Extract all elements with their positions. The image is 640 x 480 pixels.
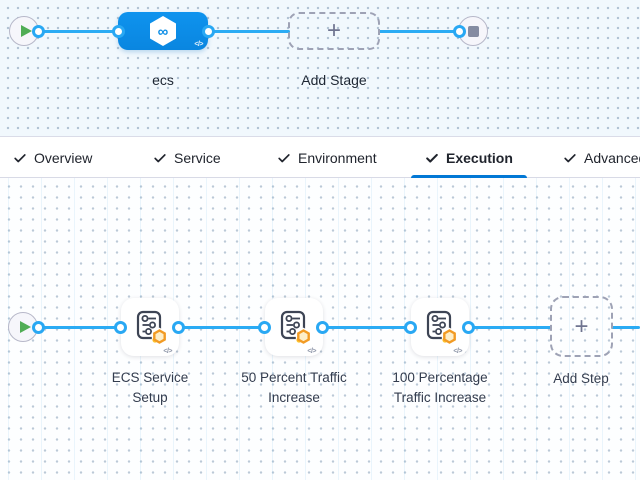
edge-connector[interactable] [462,321,475,334]
harness-cd-hexagon-icon: ∞ [150,16,176,46]
stage-node-ecs[interactable]: ∞ </> [118,12,208,50]
play-icon [20,25,32,37]
step-node-ecs-service-setup[interactable]: </> [121,298,179,356]
step-settings-icon [136,310,168,346]
add-step-label: Add Step [553,371,609,386]
step-settings-icon [426,310,458,346]
orange-hexagon-badge [441,327,458,346]
edge-connector[interactable] [32,321,45,334]
edge-connector[interactable] [453,25,466,38]
add-step-button[interactable]: + [550,296,613,357]
edge-connector[interactable] [258,321,271,334]
stage-config-tabbar: Overview Service Environment Execution A… [0,136,640,178]
step-name-label: 100 Percentage Traffic Increase [392,370,488,405]
add-stage-label: Add Stage [301,72,367,88]
edge [206,29,290,33]
edge-connector[interactable] [114,321,127,334]
code-toggle-icon[interactable]: </> [194,41,203,48]
tab-label: Service [174,149,221,166]
tab-overview[interactable]: Overview [0,137,106,178]
step-node-50-percent-traffic-increase[interactable]: </> [265,298,323,356]
svg-text:∞: ∞ [158,24,169,41]
add-stage-button[interactable]: + [288,12,380,50]
edge [467,325,552,329]
step-settings-icon [280,310,312,346]
tab-label: Execution [446,149,513,166]
code-toggle-icon[interactable]: </> [307,348,316,355]
tab-advanced[interactable]: Advanced [549,137,640,178]
stop-icon [467,25,479,37]
step-node-100-percentage-traffic-increase[interactable]: </> [411,298,469,356]
stage-graph-canvas[interactable]: ∞ </> + ecs Add Stage [0,0,640,136]
check-icon [278,153,290,162]
stage-name-label: ecs [152,72,174,88]
code-toggle-icon[interactable]: </> [453,348,462,355]
orange-hexagon-badge [295,327,312,346]
edge-connector[interactable] [202,25,215,38]
plus-icon: + [574,312,589,340]
orange-hexagon-badge [151,327,168,346]
tab-environment[interactable]: Environment [263,137,391,178]
edge-connector[interactable] [112,25,125,38]
edge [177,325,269,329]
edge [38,325,124,329]
edge-connector[interactable] [32,25,45,38]
tab-execution[interactable]: Execution [411,137,527,178]
check-icon [564,153,576,162]
check-icon [154,153,166,162]
tab-label: Overview [34,149,93,166]
active-tab-underline [411,175,527,178]
step-name-label: 50 Percent Traffic Increase [241,370,347,405]
tab-label: Advanced [584,149,640,166]
edge [38,29,122,33]
play-icon [19,321,31,333]
code-toggle-icon[interactable]: </> [163,348,172,355]
tab-service[interactable]: Service [139,137,235,178]
plus-icon: + [326,17,341,44]
edge [378,29,462,33]
edge [321,325,415,329]
step-name-label: ECS Service Setup [111,370,189,405]
tab-label: Environment [298,149,377,166]
edge-connector[interactable] [316,321,329,334]
edge [611,325,640,329]
check-icon [14,153,26,162]
edge-connector[interactable] [172,321,185,334]
execution-graph-canvas[interactable]: </> </> [0,178,640,480]
check-icon [426,153,438,163]
edge-connector[interactable] [404,321,417,334]
